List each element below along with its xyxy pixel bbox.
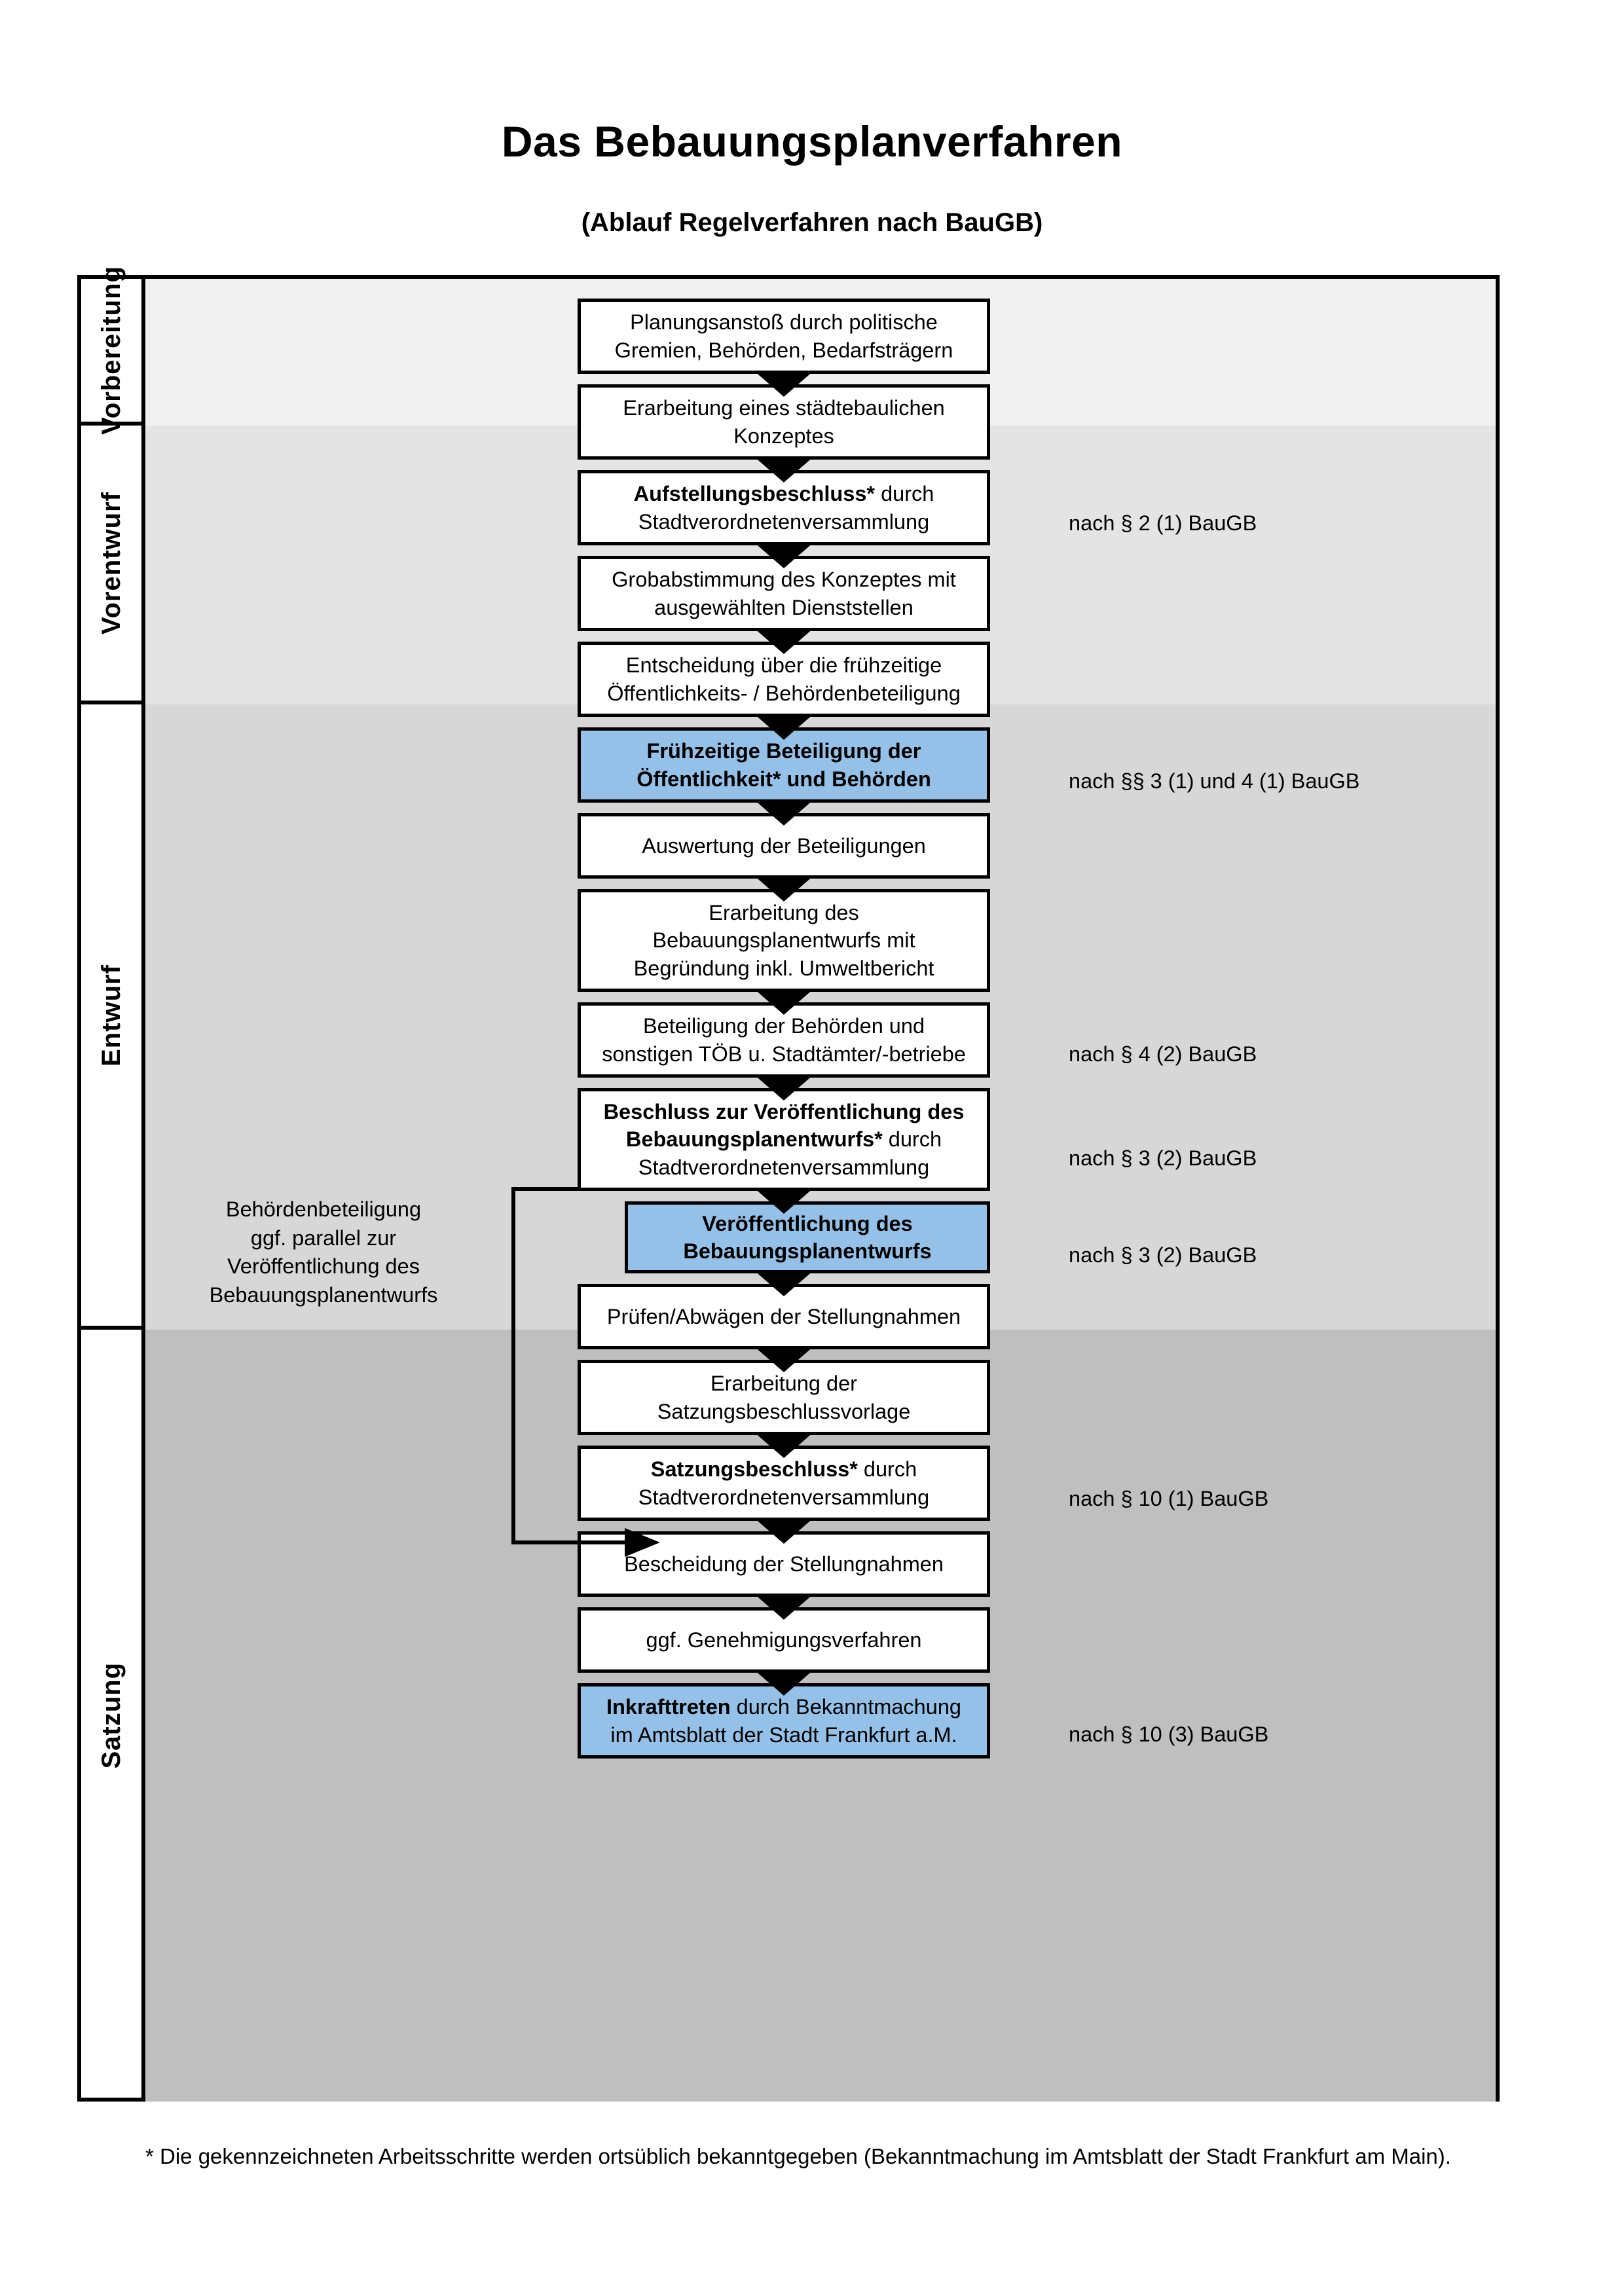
reference-behoerden: nach § 4 (2) BauGB: [1069, 1042, 1257, 1066]
sidenote-line: Bebauungsplanentwurfs: [209, 1283, 438, 1307]
reference-beschluss: nach § 3 (2) BauGB: [1069, 1146, 1257, 1170]
flow-arrow-down-icon: [754, 1432, 814, 1458]
phase-cell-satzung: Satzung: [81, 1330, 141, 2102]
process-frame: Vorbereitung Vorentwurf Entwurf Satzung …: [77, 266, 1500, 2102]
step-line: Gremien, Behörden, Bedarfsträgern: [614, 338, 953, 362]
step-line: Satzungsbeschlussvorlage: [657, 1399, 911, 1423]
step-line: Beteiligung der Behörden und: [642, 1014, 925, 1038]
step-line-bold: Satzungsbeschluss*: [650, 1457, 858, 1482]
phase-label-entwurf: Entwurf: [96, 964, 126, 1066]
flow-arrow-down-icon: [754, 1346, 814, 1372]
step-line-bold: Beschluss zur Veröffentlichung des: [603, 1100, 965, 1124]
step-box-genehmigungsverfahren[interactable]: ggf. Genehmigungsverfahren: [578, 1607, 990, 1673]
flow-arrow-down-icon: [754, 628, 814, 654]
step-line: Begründung inkl. Umweltbericht: [633, 956, 934, 980]
flow-arrow-down-icon: [754, 542, 814, 568]
flow-arrow-down-icon: [754, 989, 814, 1015]
step-line: Erarbeitung eines städtebaulichen: [623, 396, 945, 420]
step-line: Bebauungsplanentwurfs mit: [652, 928, 915, 953]
step-line-bold: Bebauungsplanentwurfs*: [625, 1127, 883, 1152]
sidenote-line: Veröffentlichung des: [227, 1254, 420, 1279]
phase-cell-vorbereitung: Vorbereitung: [81, 266, 141, 435]
flow-arrow-down-icon: [754, 714, 814, 740]
phase-label-vorbereitung: Vorbereitung: [96, 266, 126, 435]
flow-arrow-down-icon: [754, 456, 814, 483]
step-line: Öffentlichkeit* und Behörden: [637, 767, 931, 791]
sidenote-behoerdenbeteiligung: Behördenbeteiligung ggf. parallel zur Ve…: [166, 1195, 481, 1309]
reference-satzungsbeschluss: nach § 10 (1) BauGB: [1069, 1487, 1269, 1510]
flow-arrow-down-icon: [754, 371, 814, 397]
flow-arrow-down-icon: [754, 1669, 814, 1696]
flow-arrow-down-icon: [754, 1270, 814, 1296]
step-line-bold: Aufstellungsbeschluss*: [633, 482, 876, 506]
step-line: Erarbeitung des: [709, 901, 859, 925]
step-line: Bescheidung der Stellungnahmen: [624, 1552, 944, 1576]
step-line: Stadtverordnetenversammlung: [638, 509, 930, 534]
step-line: ggf. Genehmigungsverfahren: [646, 1628, 922, 1652]
flow-arrow-down-icon: [754, 875, 814, 902]
step-line: Planungsanstoß durch politische: [630, 310, 938, 335]
phase-cell-entwurf: Entwurf: [81, 704, 141, 1330]
step-line: Auswertung der Beteiligungen: [642, 833, 926, 858]
step-line: Stadtverordnetenversammlung: [638, 1155, 930, 1179]
phase-label-satzung: Satzung: [96, 1662, 126, 1769]
footnote-text: * Die gekennzeichneten Arbeitsschritte w…: [145, 2144, 1451, 2168]
page-subtitle: (Ablauf Regelverfahren nach BauGB): [581, 208, 1043, 237]
step-line: Veröffentlichung des: [702, 1211, 913, 1235]
step-line: Prüfen/Abwägen der Stellungnahmen: [606, 1304, 961, 1328]
flow-arrow-down-icon: [754, 799, 814, 826]
step-line: Öffentlichkeits- / Behördenbeteiligung: [607, 681, 961, 705]
step-line: Frühzeitige Beteiligung der: [646, 739, 921, 763]
reference-veroeffentlichung: nach § 3 (2) BauGB: [1069, 1243, 1257, 1267]
step-line: Stadtverordnetenversammlung: [638, 1485, 930, 1509]
flow-arrow-down-icon: [754, 1188, 814, 1214]
sidenote-line: ggf. parallel zur: [250, 1226, 397, 1250]
flow-arrow-down-icon: [754, 1074, 814, 1101]
step-line: ausgewählten Dienststellen: [654, 595, 913, 619]
step-line: Bebauungsplanentwurfs: [683, 1239, 932, 1263]
flow-arrow-down-icon: [754, 1518, 814, 1544]
reference-aufstellungsbeschluss: nach § 2 (1) BauGB: [1069, 511, 1257, 535]
reference-fruehzeitige: nach §§ 3 (1) und 4 (1) BauGB: [1069, 769, 1360, 793]
reference-inkrafttreten: nach § 10 (3) BauGB: [1069, 1722, 1269, 1746]
sidenote-line: Behördenbeteiligung: [225, 1197, 422, 1221]
flow-arrow-down-icon: [754, 1594, 814, 1620]
step-line: Grobabstimmung des Konzeptes mit: [612, 568, 956, 592]
step-line: sonstigen TÖB u. Stadtämter/-betriebe: [602, 1042, 966, 1066]
step-line-bold: Inkrafttreten: [606, 1695, 731, 1719]
phase-label-vorentwurf: Vorentwurf: [96, 491, 126, 635]
page-title: Das Bebauungsplanverfahren: [501, 117, 1123, 166]
phase-cell-vorentwurf: Vorentwurf: [81, 426, 141, 704]
phase-column: Vorbereitung Vorentwurf Entwurf Satzung: [81, 266, 145, 2098]
step-line: Erarbeitung der: [710, 1372, 858, 1396]
step-line: im Amtsblatt der Stadt Frankfurt a.M.: [610, 1722, 957, 1747]
step-line: Konzeptes: [733, 424, 834, 448]
step-line: Entscheidung über die frühzeitige: [625, 653, 942, 678]
